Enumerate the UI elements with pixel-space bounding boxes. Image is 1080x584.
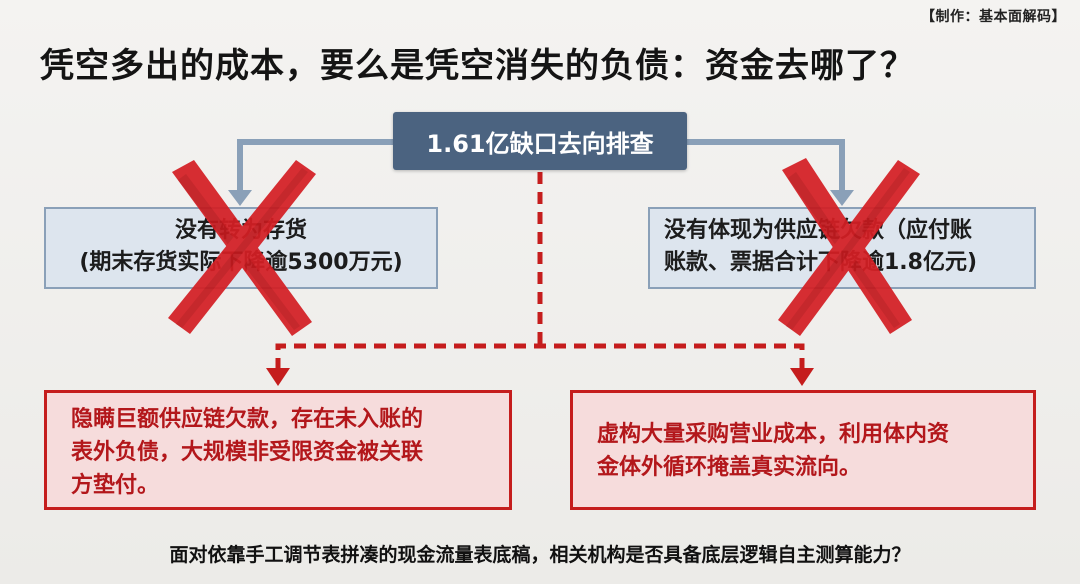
root-question-box: 1.61亿缺口去向排查 <box>393 112 687 170</box>
connector-dashed-branch <box>275 343 805 370</box>
slide-title: 凭空多出的成本，要么是凭空消失的负债：资金去哪了？ <box>40 46 915 86</box>
arrowhead-left-excluded <box>228 190 252 206</box>
hypothesis-box-fake-costs: 虚构大量采购营业成本，利用体内资 金体外循环掩盖真实流向。 <box>570 390 1036 510</box>
bottom-question: 面对依靠手工调节表拼凑的现金流量表底稿，相关机构是否具备底层逻辑自主测算能力？ <box>169 544 911 566</box>
hypothesis-box-offbook-debt: 隐瞒巨额供应链欠款，存在未入账的 表外负债，大规模非受限资金被关联 方垫付。 <box>44 390 512 510</box>
cross-mark-icon <box>778 158 920 336</box>
hypothesis-fake-costs-line2: 金体外循环掩盖真实流向。 <box>597 455 862 480</box>
arrowhead-right-hypothesis <box>790 368 814 386</box>
connector-to-left-excluded <box>237 139 393 192</box>
hypothesis-offbook-line2: 表外负债，大规模非受限资金被关联 <box>71 440 424 465</box>
arrowhead-left-hypothesis <box>266 368 290 386</box>
hypothesis-fake-costs-line1: 虚构大量采购营业成本，利用体内资 <box>597 422 950 447</box>
arrowhead-right-excluded <box>830 190 854 206</box>
hypothesis-offbook-line1: 隐瞒巨额供应链欠款，存在未入账的 <box>71 407 424 432</box>
connector-to-right-excluded <box>687 139 845 192</box>
hypothesis-offbook-line3: 方垫付。 <box>71 473 160 498</box>
credit-label: 【制作：基本面解码】 <box>921 9 1066 25</box>
cross-mark-icon <box>168 160 316 336</box>
